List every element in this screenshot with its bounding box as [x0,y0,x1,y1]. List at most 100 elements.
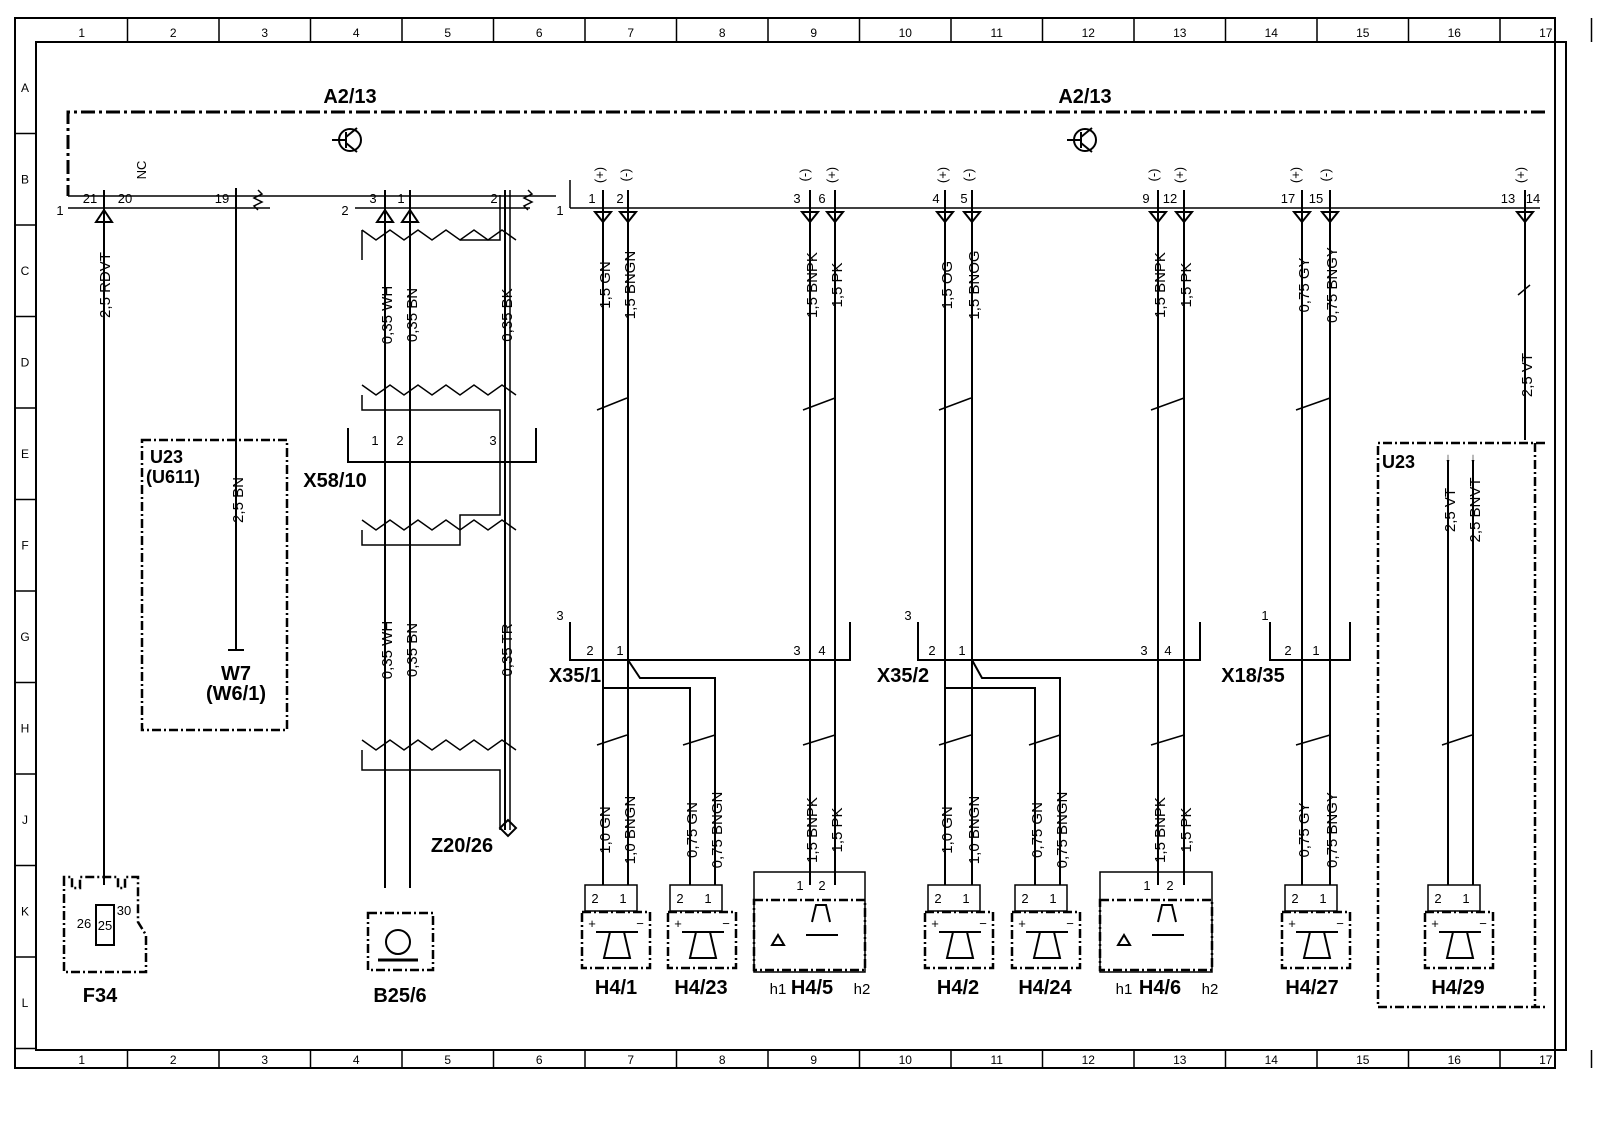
speaker-icon [806,904,838,936]
arrow-icon [824,211,846,224]
h4-29-box [1423,910,1495,970]
wire-gn-branch [602,660,691,885]
speaker-icon [602,931,632,959]
h4-1-label: H4/1 [595,977,637,999]
wire-label: 1,5 BNPK [804,797,821,863]
wire-break [802,734,836,746]
shield-wire [361,395,501,460]
wire-label: 1,5 BNPK [804,252,821,318]
arrow-icon [94,208,114,223]
pin-number: 20 [118,191,132,206]
pin-number: 2 [396,433,403,448]
rail-number: 2 [341,203,348,218]
pin-number: 2 [1434,891,1441,906]
grid-row-left: D [21,355,30,369]
wire-bngn-branch [971,659,1061,885]
arrow-icon [617,211,639,224]
h4-2-label: H4/2 [937,977,979,999]
grid-col-bottom: 4 [353,1053,360,1067]
transistor-icon [345,142,358,153]
pin-number: 9 [1142,191,1149,206]
wire-label: 1,5 PK [829,807,846,852]
pin-number: 2 [676,891,683,906]
grid-col-top: 13 [1173,26,1187,40]
grid-col-top: 5 [444,26,451,40]
pin-number: 4 [1164,643,1171,658]
fuse-label: 26 [77,916,91,931]
wire-label: 1,0 BNGN [966,796,983,864]
grid-col-bottom: 5 [444,1053,451,1067]
wire-label: 1,5 BNOG [966,250,983,319]
grid-col-top: 15 [1356,26,1370,40]
wire-break [938,734,972,746]
h4-6-box [1098,898,1214,972]
grid-col-top: 6 [536,26,543,40]
pin-number: 1 [1049,891,1056,906]
arrow-icon [400,208,420,223]
pin-number: 15 [1309,191,1323,206]
grid-col-bottom: 17 [1539,1053,1553,1067]
wire-label: 0,75 GY [1296,802,1313,857]
shield-wire [361,750,501,830]
grid-col-top: 14 [1265,26,1279,40]
pin-number: 17 [1281,191,1295,206]
h4-24-box [1010,910,1082,970]
wire-label: 1,5 GN [597,261,614,309]
polarity-label: (+) [824,167,839,183]
grid-col-bottom: 11 [991,1053,1004,1067]
wire-label: 1,5 PK [1178,262,1195,307]
grid-col-top: 2 [170,26,177,40]
pin-number: 6 [818,191,825,206]
pin-number: 1 [704,891,711,906]
shield-icon [361,229,517,241]
resistor-icon [522,189,534,211]
pin-number: 1 [371,433,378,448]
x58-10-label: X58/10 [303,470,366,492]
grid-col-top: 12 [1082,26,1096,40]
arrow-icon [1514,211,1536,224]
transistor-icon [345,127,358,138]
h4-29-label: H4/29 [1431,977,1484,999]
pin-number: 5 [960,191,967,206]
grid-row-left: A [21,81,29,95]
pin-number: 3 [793,643,800,658]
grid-col-bottom: 16 [1448,1053,1462,1067]
pin-number: 21 [83,191,97,206]
pin-number: 2 [1284,643,1291,658]
fuse-label: 30 [117,903,131,918]
x18-35-label: X18/35 [1221,665,1284,687]
wire-label: 1,5 OG [939,261,956,309]
grid-row-left: L [22,996,29,1010]
grid-col-top: 9 [810,26,817,40]
sensor-icon [385,929,411,955]
wire-break [1295,734,1331,746]
polarity-label: (-) [797,169,812,182]
speaker-icon [688,931,718,959]
h4-23-box [666,910,738,970]
fuse-label: 25 [98,918,112,933]
wire-gn-branch [944,660,1036,885]
h1-label: h1 [770,981,787,998]
arrow-icon [592,211,614,224]
x35-2-label: X35/2 [877,665,929,687]
wire-label: 0,75 GN [1029,802,1046,858]
ground-icon [498,818,518,838]
wire-label: 2,5 BN [230,477,247,523]
polarity-label: − [979,916,987,931]
wire-break [802,397,836,411]
h4-27-label: H4/27 [1285,977,1338,999]
grid-col-top: 8 [719,26,726,40]
pin-number: 1 [1312,643,1319,658]
wire-break [1150,397,1185,411]
h4-5-box [752,898,867,972]
x35-1-box [569,622,851,661]
wire-label: 1,5 BNGN [622,251,639,319]
pin-number: 1 [616,643,623,658]
transistor-icon [1080,127,1093,138]
polarity-label: + [1431,916,1439,931]
h4-23-label: H4/23 [674,977,727,999]
polarity-label: − [1479,916,1487,931]
h4-24-label: H4/24 [1018,977,1072,999]
h4-6-outer [1099,871,1213,973]
